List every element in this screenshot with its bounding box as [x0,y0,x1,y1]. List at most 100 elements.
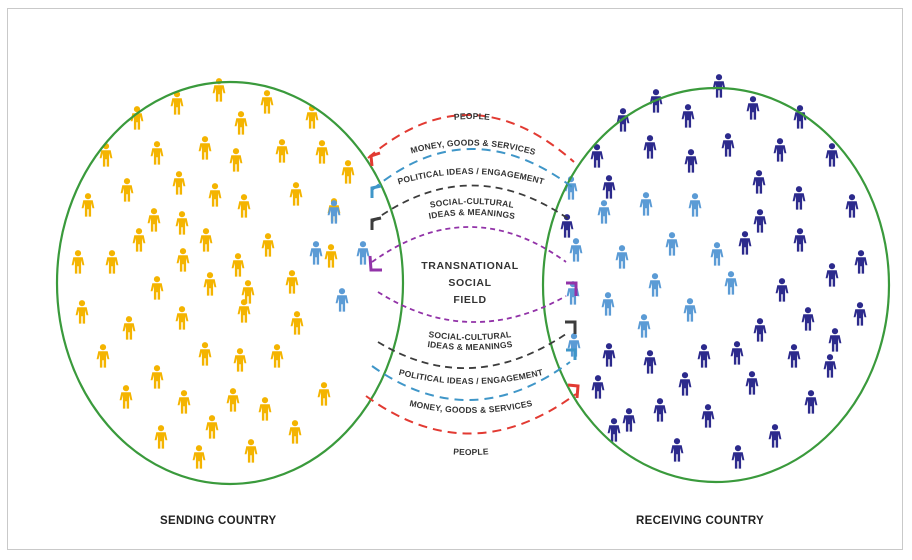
bracket-political-right [565,320,577,334]
sending-person-icon [198,136,212,160]
arc-political-top [371,184,571,223]
arc-sociocultural-top [371,226,567,263]
sending-person-icon [105,250,119,274]
receiving-person-icon [773,138,787,162]
migrant-person-icon [335,288,349,312]
receiving-person-icon [752,170,766,194]
sending-person-icon [177,390,191,414]
migrant-person-icon [601,292,615,316]
migrant-person-icon [710,242,724,266]
sending-person-icon [176,248,190,272]
center-label-line-2: SOCIAL [448,277,491,289]
migrant-person-icon [356,241,370,265]
bracket-political-left [370,216,382,230]
bracket-sociocultural-left [368,255,382,272]
migrant-person-icon [615,245,629,269]
migrant-person-icon [637,314,651,338]
arc-political-bottom [377,333,567,370]
arc-people-bottom [365,393,577,435]
receiving-country-ellipse [541,86,891,484]
receiving-person-icon [801,307,815,331]
receiving-person-icon [622,408,636,432]
sending-person-icon [172,171,186,195]
receiving-person-icon [753,209,767,233]
sending-person-icon [261,233,275,257]
sending-person-icon [175,211,189,235]
bracket-people-right [567,383,580,399]
center-label-line-1: TRANSNATIONAL [421,260,518,272]
sending-person-icon [341,160,355,184]
receiving-person-icon [643,350,657,374]
receiving-person-icon [828,328,842,352]
sending-person-icon [71,250,85,274]
arc-money-bottom [371,361,571,401]
sending-person-icon [198,342,212,366]
sending-person-icon [231,253,245,277]
migrant-person-icon [327,200,341,224]
migrant-person-icon [688,193,702,217]
bracket-sociocultural-right [566,281,578,296]
flow-label-sociocultural-bottom-2: IDEAS & MEANINGS [427,339,513,352]
flow-labels: PEOPLE MONEY, GOODS & SERVICES POLITICAL… [396,111,546,457]
sending-person-icon [237,299,251,323]
receiving-person-icon [753,318,767,342]
flow-arcs [365,114,580,435]
sending-person-icon [288,420,302,444]
sending-person-icon [122,316,136,340]
receiving-person-icon [853,302,867,326]
receiving-person-icon [825,143,839,167]
receiving-person-icon [746,96,760,120]
sending-person-icon [150,365,164,389]
center-label-line-3: FIELD [453,294,486,306]
sending-person-icon [315,140,329,164]
receiving-person-icon [792,186,806,210]
migrant-person-icon [683,298,697,322]
sending-person-icon [234,111,248,135]
receiving-person-icon [684,149,698,173]
sending-person-icon [290,311,304,335]
sending-person-icon [75,300,89,324]
receiving-person-icon [678,372,692,396]
receiving-person-icon [845,194,859,218]
sending-person-icon [199,228,213,252]
sending-person-icon [289,182,303,206]
flow-label-sociocultural-bottom-1: SOCIAL-CULTURAL [428,329,512,342]
receiving-person-icon [823,354,837,378]
arc-money-top [371,148,577,191]
receiving-country-label: RECEIVING COUNTRY [636,515,764,527]
migrant-person-icon [639,192,653,216]
bracket-money-right [566,348,577,360]
flow-label-people-top: PEOPLE [453,111,490,122]
receiving-person-icon [825,263,839,287]
migrant-person-icon [665,232,679,256]
sending-person-icon [175,306,189,330]
receiving-person-icon [793,228,807,252]
flow-label-sociocultural-top-2: IDEAS & MEANINGS [428,207,516,221]
migrant-person-icon [309,241,323,265]
sending-person-icon [150,141,164,165]
receiving-person-icon [787,344,801,368]
sending-person-icon [317,382,331,406]
sending-person-icon [132,228,146,252]
migrant-person-icon [648,273,662,297]
sending-person-icon [81,193,95,217]
bracket-people-left [369,151,381,167]
flow-label-sociocultural-top-1: SOCIAL-CULTURAL [429,196,515,210]
sending-person-icon [226,388,240,412]
sending-person-icon [233,348,247,372]
receiving-person-icon [602,175,616,199]
receiving-person-icon [701,404,715,428]
sending-person-icon [208,183,222,207]
receiving-person-icon [591,375,605,399]
receiving-person-icon [643,135,657,159]
sending-person-icon [170,91,184,115]
receiving-person-icon [768,424,782,448]
receiving-person-icon [653,398,667,422]
sending-person-icon [205,415,219,439]
flow-label-political-top: POLITICAL IDEAS / ENGAGEMENT [396,166,546,187]
arc-sociocultural-bottom [377,291,567,323]
sending-person-icon [244,439,258,463]
migrant-person-icon [569,238,583,262]
sending-person-icon [270,344,284,368]
